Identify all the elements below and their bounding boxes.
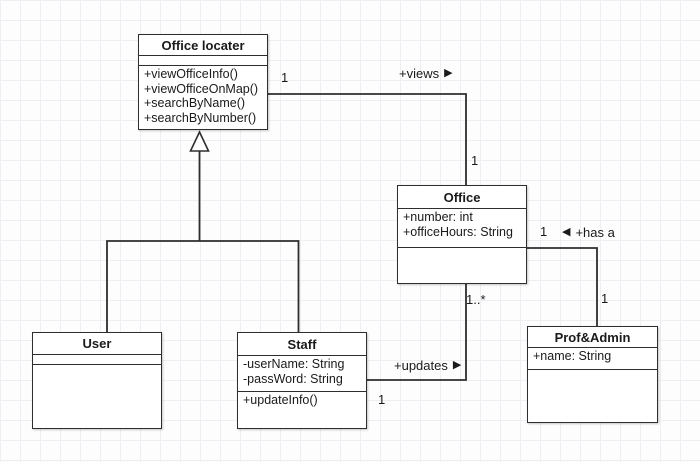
class-office-locater-title: Office locater xyxy=(161,37,245,53)
views-target-multiplicity: 1 xyxy=(471,153,479,168)
direction-arrow-left-icon: ◀ xyxy=(562,226,571,238)
attribute-item: -passWord: String xyxy=(243,371,343,386)
method-item: +viewOfficeOnMap() xyxy=(144,81,259,96)
class-office-locater-methods: +viewOfficeInfo() +viewOfficeOnMap() +se… xyxy=(139,65,267,129)
attribute-item: +officeHours: String xyxy=(403,224,513,239)
class-prof-admin-title: Prof&Admin xyxy=(554,329,631,345)
association-has-a-line[interactable] xyxy=(527,247,598,326)
direction-arrow-right-icon: ▶ xyxy=(452,359,462,371)
views-source-multiplicity: 1 xyxy=(281,70,289,85)
class-office[interactable]: Office +number: int +officeHours: String xyxy=(397,185,527,284)
updates-label-text: +updates xyxy=(394,358,448,373)
method-item: +updateInfo() xyxy=(243,393,318,407)
direction-arrow-right-icon: ▶ xyxy=(444,67,453,79)
class-user-title: User xyxy=(82,336,112,351)
class-prof-admin-methods xyxy=(528,369,657,422)
association-views-label: +views ▶ xyxy=(399,66,453,81)
has-a-target-multiplicity: 1 xyxy=(601,291,609,306)
association-updates-label: +updates ▶ xyxy=(394,358,461,373)
class-staff-attributes: -userName: String -passWord: String xyxy=(238,355,366,391)
class-user-methods xyxy=(33,364,161,428)
class-user[interactable]: User xyxy=(32,332,162,429)
views-label-text: +views xyxy=(399,66,440,81)
updates-source-multiplicity: 1..* xyxy=(466,292,486,307)
association-views-line[interactable] xyxy=(268,93,467,185)
class-office-title: Office xyxy=(443,189,481,205)
attribute-item: +name: String xyxy=(533,349,612,363)
association-has-a-label: ◀ +has a xyxy=(562,225,615,240)
class-office-locater-attributes xyxy=(139,55,267,65)
generalization-hollow-triangle-icon xyxy=(189,130,210,152)
class-staff-title: Staff xyxy=(287,336,317,352)
generalization-rail-line[interactable] xyxy=(106,240,300,332)
class-prof-admin[interactable]: Prof&Admin +name: String xyxy=(527,326,658,423)
class-office-attributes: +number: int +officeHours: String xyxy=(398,208,526,247)
has-a-source-multiplicity: 1 xyxy=(540,224,548,239)
class-staff[interactable]: Staff -userName: String -passWord: Strin… xyxy=(237,332,367,429)
class-office-locater[interactable]: Office locater +viewOfficeInfo() +viewOf… xyxy=(138,34,268,130)
has-a-label-text: +has a xyxy=(575,225,615,240)
class-user-attributes xyxy=(33,354,161,364)
method-item: +viewOfficeInfo() xyxy=(144,67,238,81)
class-prof-admin-attributes: +name: String xyxy=(528,347,657,369)
class-staff-methods: +updateInfo() xyxy=(238,391,366,428)
association-updates-line[interactable] xyxy=(367,284,467,381)
class-office-methods xyxy=(398,247,526,283)
attribute-item: -userName: String xyxy=(243,357,345,371)
method-item: +searchByName() xyxy=(144,96,246,111)
attribute-item: +number: int xyxy=(403,210,473,224)
method-item: +searchByNumber() xyxy=(144,110,257,125)
updates-target-multiplicity: 1 xyxy=(378,392,386,407)
